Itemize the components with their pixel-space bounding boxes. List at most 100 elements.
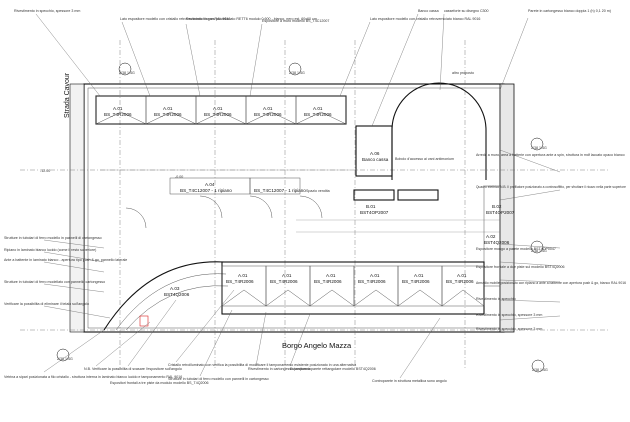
section-marker-label: 2/38 1/4G (119, 71, 135, 75)
note-bottom: Rivestimento in cartongesso tamponato (248, 367, 311, 371)
unit-id: B.01 (366, 204, 376, 209)
unit-id: B.02 (492, 204, 502, 209)
module-code: BS_T4R2006 (358, 279, 386, 284)
module-id: A.01 (457, 273, 467, 278)
section-markers (56, 62, 545, 373)
arch-label: Bobolo d'accesso ai vani antimonium (395, 157, 454, 161)
module-code: BS_T4R2006 (154, 112, 182, 117)
note-right: Armadio mobile posizionato con ripiano a… (476, 281, 626, 285)
note-bottom: Cristallo retroilluminato con verifica l… (168, 363, 356, 367)
module-code: BS_T4R2006 (446, 279, 474, 284)
note-bottom: Controparete in struttura metallica sono… (372, 379, 447, 383)
note-top: Banco cassa (418, 9, 439, 13)
street-bottom-label: Borgo Angelo Mazza (282, 341, 352, 350)
module-id: A.01 (163, 106, 173, 111)
level-left: -12.00 (40, 169, 50, 173)
section-marker-label: 2/38 1/4G (289, 71, 305, 75)
module-code: BS_T4R2006 (104, 112, 132, 117)
bottom-module-row: A.01 BS_T4R2006 A.01 BS_T4R2006 A.01 BS_… (221, 261, 485, 315)
bottom-module: A.01 BS_T4R2006 (221, 265, 267, 307)
top-module: A.01 BS_T4R2006 (145, 95, 197, 125)
door-swings (125, 195, 323, 229)
module-code: BS_T4R2006 (204, 112, 232, 117)
note-left: Rivestimento in specchio, spessore 3 mm (476, 327, 542, 331)
bottom-module: A.01 BS_T4R2006 (265, 265, 311, 307)
top-module: A.01 BS_T4R2006 (95, 95, 147, 125)
top-module: A.01 BS_T4R2006 (295, 95, 347, 125)
unit-id: A.03 (170, 286, 180, 291)
module-code: BS_T4R2006 (254, 112, 282, 117)
note-left: Strutture in tubolari di ferro modello i… (4, 236, 102, 240)
bottom-module: A.01 BS_T4R2006 (441, 265, 485, 307)
note-left: Strutture in tubolari di ferro modellato… (4, 280, 105, 284)
note-bottom: N.B. Verificare la possibilita di svasar… (84, 367, 182, 371)
section-marker-label: 2/38 1/4G (532, 368, 548, 372)
note-right: Quadro elettrico N.B. Il profilatore pos… (476, 185, 626, 189)
unit-code: BST4Q2006 (484, 240, 510, 245)
note-bottom: Espositori frontali a tre piste da modul… (110, 381, 208, 385)
module-id: A.01 (282, 273, 292, 278)
module-id: A.01 (238, 273, 248, 278)
top-annotations: Rivestimento in specchio, spessore 3 mm … (14, 9, 611, 23)
note-right: Arredo a muro, area a batterie con apert… (476, 153, 625, 157)
cash-desk-desc: Banco cassa (362, 157, 389, 162)
arch-room: Bobolo d'accesso ai vani antimonium altr… (391, 71, 487, 180)
spazio-label: Spazio vendita (306, 189, 330, 193)
outer-walls (69, 83, 515, 333)
unit-code: BS_T4C12007 - 1 ripiano (180, 188, 232, 193)
central-units: A.04 BS_T4C12007 - 1 ripiano BS_T4C12007… (100, 169, 350, 195)
note-left: Vetrina a sipari posizionata a filo cris… (4, 375, 182, 379)
note-right: Rivestimento in specchio (476, 297, 516, 301)
module-id: A.01 (213, 106, 223, 111)
unit-code: BST4Q2006 (164, 292, 190, 297)
note-top: Lato espositore modello con cristallo re… (370, 17, 480, 21)
section-marker-label: 2/38 1/4G (531, 249, 547, 253)
note-right: Espositore mongo a parete modello BST4OP… (476, 247, 556, 251)
note-left: Ante a battente in laminato bianco - ape… (4, 258, 127, 262)
note-top: Pavimento in gres porcellanato RETT6 mod… (186, 17, 317, 21)
bottom-module: A.01 BS_T4R2006 (309, 265, 355, 307)
module-id: A.01 (313, 106, 323, 111)
unit-id: A.02 (486, 234, 496, 239)
left-annotations: Strutture in tubolari di ferro modello i… (4, 236, 182, 379)
right-annotations: Arredo a muro, area a batterie con apert… (476, 153, 626, 331)
bottom-module: A.01 BS_T4R2006 (353, 265, 399, 307)
module-id: A.01 (113, 106, 123, 111)
note-top: Espositore a muro modello BS_T4C12007 (262, 19, 329, 23)
note-top: casseforte su disegno C300 (444, 9, 489, 13)
module-id: A.01 (326, 273, 336, 278)
module-code: BS_T4R2006 (270, 279, 298, 284)
module-code: BS_T4R2006 (314, 279, 342, 284)
section-marker-label: 2/38 1/4G (531, 146, 547, 150)
note-top: Parete in cartongesso bianco doppia 1 (h… (528, 9, 611, 13)
a03-curved-display: A.03 BST4Q2006 (103, 261, 229, 331)
unit-code: BST4OP2007 (486, 210, 515, 215)
top-module: A.01 BS_T4R2006 (195, 95, 247, 125)
b-units: B.01 BST4OP2007 B.02 BST4OP2007 (296, 189, 515, 233)
axis-lines (20, 40, 610, 370)
unit-code: BST4OP2007 (360, 210, 389, 215)
section-marker-label: 2/38 1/4G (57, 357, 73, 361)
module-id: A.01 (370, 273, 380, 278)
note-bottom: Espositore a parete rettangolare modello… (290, 367, 376, 371)
bottom-module: A.01 BS_T4R2006 (397, 265, 443, 307)
module-code: BS_T4R2006 (226, 279, 254, 284)
note-right: Espositore frontale a due piste sul mode… (476, 265, 565, 269)
note-bottom: Strutture in tubolari di ferro modello c… (168, 377, 269, 381)
note-top: Lato espositore modello con cristallo re… (120, 17, 230, 21)
cash-desk: A.06 Banco cassa (355, 125, 393, 177)
note-top: Rivestimento in specchio, spessore 3 mm (14, 9, 80, 13)
annotation-leaders (35, 13, 561, 379)
module-code: BS_T4R2006 (402, 279, 430, 284)
module-id: A.01 (263, 106, 273, 111)
top-module: A.01 BS_T4R2006 (245, 95, 297, 125)
note-left: Ripiano in laminato bianco lucido (come … (4, 248, 96, 252)
unit-id: A.04 (205, 182, 215, 187)
altro-label: altro proposto (452, 71, 474, 75)
top-module-row: A.01 BS_T4R2006 A.01 BS_T4R2006 A.01 BS_… (95, 95, 347, 125)
note-right: Rivestimento in specchio, spessore 3 mm (476, 313, 542, 317)
module-code: BS_T4R2006 (304, 112, 332, 117)
level-mid: -0.00 (175, 175, 183, 179)
a02-unit: A.02 BST4Q2006 (483, 185, 510, 287)
